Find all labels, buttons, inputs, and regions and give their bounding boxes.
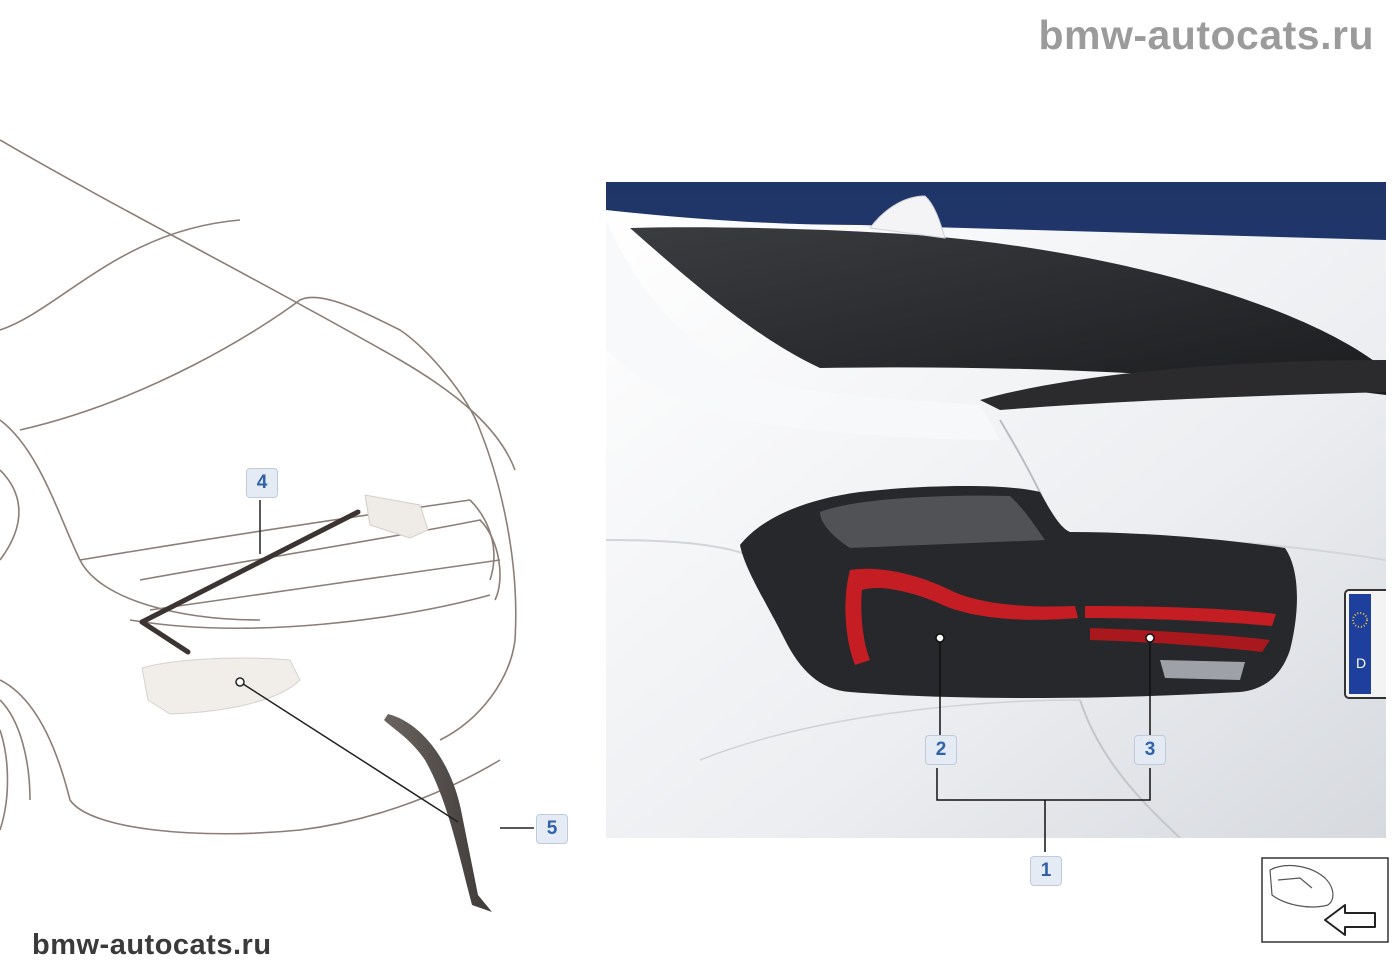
- leader-lines-left: [239, 500, 534, 829]
- leader-lines-right: [936, 638, 1151, 852]
- callout-3: 3: [1134, 735, 1166, 765]
- callout-2: 2: [925, 735, 957, 765]
- callout-5: 5: [536, 814, 568, 844]
- watermark-top: bmw-autocats.ru: [1038, 12, 1374, 58]
- callout-4: 4: [246, 468, 278, 498]
- watermark-bottom: bmw-autocats.ru: [32, 929, 272, 961]
- roof-line: [0, 139, 516, 471]
- lower-light-part: [141, 657, 301, 715]
- leader-dot-3: [1145, 633, 1155, 643]
- upper-light-part: [364, 494, 429, 539]
- trim-strip-part: [139, 509, 361, 655]
- tail-light-photo: [606, 182, 1386, 838]
- plate-country-letter: D: [1356, 655, 1366, 671]
- leader-dot-5: [235, 677, 245, 687]
- leader-dot-2: [935, 633, 945, 643]
- pillar-trim-part: [384, 714, 492, 912]
- rear-view-arrow-icon: [1261, 857, 1389, 943]
- callout-1: 1: [1030, 856, 1062, 886]
- car-line-drawing: [0, 139, 517, 835]
